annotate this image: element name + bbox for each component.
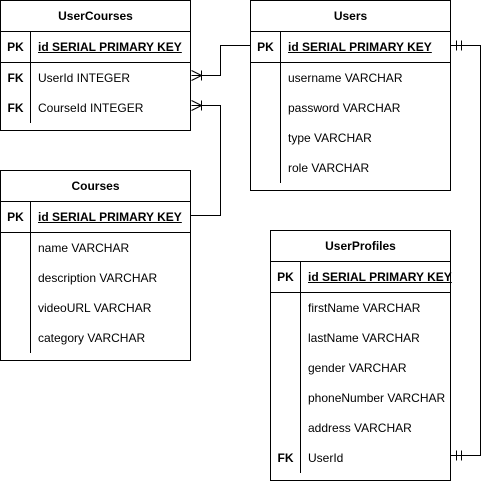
relationship-userprofiles-users[interactable] — [451, 40, 481, 461]
courses-description-field: description VARCHAR — [38, 271, 158, 285]
users-password-field: password VARCHAR — [288, 101, 401, 115]
userprofiles-address-field: address VARCHAR — [308, 421, 412, 435]
courses-id-field: id SERIAL PRIMARY KEY — [38, 210, 182, 224]
courses-pk-row: PK id SERIAL PRIMARY KEY — [1, 202, 190, 233]
usercourses-courseid-field: CourseId INTEGER — [38, 101, 144, 115]
courses-category-field: category VARCHAR — [38, 331, 146, 345]
userprofiles-gender-field: gender VARCHAR — [308, 361, 407, 375]
userprofiles-phonenumber-row: phoneNumber VARCHAR — [271, 383, 450, 413]
usercourses-title: UserCourses — [1, 1, 190, 32]
users-role-field: role VARCHAR — [288, 161, 370, 175]
users-table[interactable]: Users PK id SERIAL PRIMARY KEY username … — [250, 0, 451, 191]
relationship-usercourses-courses[interactable] — [191, 100, 221, 216]
key-cell — [271, 383, 301, 413]
courses-videourl-field: videoURL VARCHAR — [38, 301, 152, 315]
users-title: Users — [251, 1, 450, 32]
courses-name-field: name VARCHAR — [38, 241, 130, 255]
users-role-row: role VARCHAR — [251, 153, 450, 183]
key-cell — [251, 63, 281, 93]
users-id-field: id SERIAL PRIMARY KEY — [288, 40, 432, 54]
key-cell — [271, 323, 301, 353]
usercourses-userid-row: FK UserId INTEGER — [1, 63, 190, 93]
relationship-usercourses-users[interactable] — [191, 45, 251, 81]
userprofiles-lastname-row: lastName VARCHAR — [271, 323, 450, 353]
fk-label: FK — [1, 63, 31, 93]
key-cell — [251, 153, 281, 183]
userprofiles-phonenumber-field: phoneNumber VARCHAR — [308, 391, 446, 405]
key-cell — [271, 353, 301, 383]
usercourses-courseid-row: FK CourseId INTEGER — [1, 93, 190, 123]
userprofiles-firstname-row: firstName VARCHAR — [271, 293, 450, 323]
usercourses-id-field: id SERIAL PRIMARY KEY — [38, 40, 182, 54]
userprofiles-lastname-field: lastName VARCHAR — [308, 331, 420, 345]
userprofiles-firstname-field: firstName VARCHAR — [308, 301, 421, 315]
userprofiles-userid-row: FK UserId — [271, 443, 450, 473]
courses-category-row: category VARCHAR — [1, 323, 190, 353]
fk-label: FK — [1, 93, 31, 123]
courses-table[interactable]: Courses PK id SERIAL PRIMARY KEY name VA… — [0, 170, 191, 361]
key-cell — [271, 413, 301, 443]
users-password-row: password VARCHAR — [251, 93, 450, 123]
key-cell — [1, 293, 31, 323]
key-cell — [1, 233, 31, 263]
courses-title: Courses — [1, 171, 190, 202]
pk-label: PK — [251, 32, 281, 62]
key-cell — [251, 123, 281, 153]
usercourses-table[interactable]: UserCourses PK id SERIAL PRIMARY KEY FK … — [0, 0, 191, 131]
pk-label: PK — [1, 32, 31, 62]
userprofiles-id-field: id SERIAL PRIMARY KEY — [308, 270, 452, 284]
users-username-row: username VARCHAR — [251, 63, 450, 93]
key-cell — [271, 293, 301, 323]
users-pk-row: PK id SERIAL PRIMARY KEY — [251, 32, 450, 63]
key-cell — [251, 93, 281, 123]
usercourses-userid-field: UserId INTEGER — [38, 71, 131, 85]
usercourses-pk-row: PK id SERIAL PRIMARY KEY — [1, 32, 190, 63]
users-type-row: type VARCHAR — [251, 123, 450, 153]
users-username-field: username VARCHAR — [288, 71, 403, 85]
key-cell — [1, 323, 31, 353]
key-cell — [1, 263, 31, 293]
pk-label: PK — [271, 262, 301, 292]
userprofiles-title: UserProfiles — [271, 231, 450, 262]
courses-videourl-row: videoURL VARCHAR — [1, 293, 190, 323]
users-type-field: type VARCHAR — [288, 131, 372, 145]
userprofiles-table[interactable]: UserProfiles PK id SERIAL PRIMARY KEY fi… — [270, 230, 452, 481]
userprofiles-userid-field: UserId — [308, 451, 344, 465]
userprofiles-gender-row: gender VARCHAR — [271, 353, 450, 383]
userprofiles-address-row: address VARCHAR — [271, 413, 450, 443]
userprofiles-pk-row: PK id SERIAL PRIMARY KEY — [271, 262, 452, 293]
fk-label: FK — [271, 443, 301, 473]
courses-description-row: description VARCHAR — [1, 263, 190, 293]
courses-name-row: name VARCHAR — [1, 233, 190, 263]
pk-label: PK — [1, 202, 31, 232]
